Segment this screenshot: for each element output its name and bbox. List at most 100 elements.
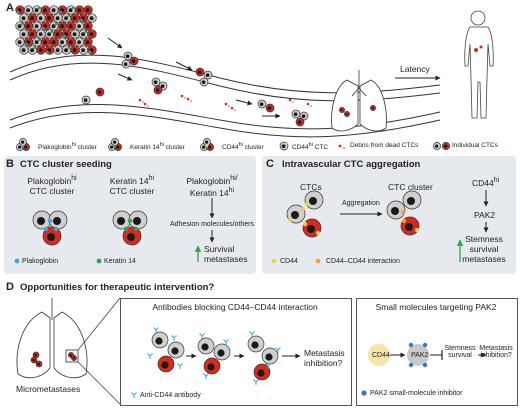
anti-cd44-antibody-icon: [275, 347, 281, 353]
tumor-cell: [53, 29, 63, 39]
ctc-cell: [302, 218, 322, 238]
debris-fragment: [147, 105, 149, 107]
pak2-inhibitor-legend-dot: [361, 390, 367, 396]
tumor-cell: [57, 5, 68, 15]
nucleus: [117, 217, 125, 225]
tumor-cell: [57, 21, 68, 31]
legend-cell: [19, 138, 27, 146]
panel-c-aggregation-label: Aggregation: [342, 200, 380, 207]
junction-marker: [133, 226, 139, 232]
tumor-cell: [32, 5, 42, 15]
tumor-cell: [74, 37, 85, 47]
legend-a-individual: Individual CTCs: [452, 142, 498, 149]
cd44-marker: [305, 202, 309, 206]
cd44-marker: [415, 228, 419, 232]
legend-individual-ctc: [442, 142, 450, 150]
tumor-cell: [61, 29, 72, 39]
panel-c-title: Intravascular CTC aggregation: [282, 159, 421, 170]
lung-metastasis-cell: [339, 107, 345, 113]
debris-fragment: [288, 98, 292, 102]
keratin14-cluster: [112, 210, 148, 246]
pak2-inhibitor-dot: [422, 362, 428, 368]
panel-c-cd44hi-label: CD44hi: [472, 177, 500, 188]
tumor-cell: [87, 13, 97, 23]
cd44-marker: [402, 219, 406, 223]
tumor-cell: [27, 13, 38, 23]
tumor-cell: [83, 21, 93, 31]
debris-fragment: [142, 101, 144, 103]
nucleus: [53, 217, 61, 225]
debris-fragment: [143, 102, 147, 106]
tumor-cell: [53, 13, 63, 23]
tumor-cell: [53, 45, 63, 55]
ctc-cell: [253, 363, 271, 381]
circulating-cell: [153, 85, 163, 95]
panel-b-adhesion: Adhesion molecules/others: [169, 221, 255, 228]
tumor-cell: [15, 21, 25, 31]
legend-marker: [285, 141, 289, 145]
legend-keratin14-dot: [96, 258, 102, 264]
ctc-cell: [304, 190, 324, 210]
tumor-cell: [44, 29, 55, 39]
circulating-cell: [265, 103, 275, 113]
junction-marker: [43, 226, 49, 232]
circulating-cell: [203, 70, 213, 80]
tumor-cell: [36, 29, 46, 39]
panel-d-label: D: [6, 281, 14, 293]
ctc-cell: [400, 216, 420, 236]
cd44-marker: [401, 210, 405, 214]
keratin-dot: [67, 46, 70, 50]
panel-c-legend-cd44: CD44: [280, 258, 298, 265]
ctc-cell: [213, 343, 231, 361]
anti-cd44-antibody-icon: [203, 373, 209, 379]
nucleus: [127, 233, 135, 241]
lung-metastasis-cell: [344, 111, 350, 117]
tumor-cell: [40, 5, 51, 15]
anti-cd44-antibody-icon: [131, 392, 137, 398]
tumor-cell: [61, 45, 72, 55]
plakoglobin-dot: [88, 50, 92, 54]
tumor-cell: [83, 37, 93, 47]
tumor-cell: [78, 29, 89, 39]
tumor-cell: [19, 29, 29, 39]
anti-cd44-antibody-icon: [153, 327, 159, 333]
tumor-cell: [87, 45, 97, 55]
debris-fragment: [230, 106, 234, 110]
keratin-dot: [50, 30, 53, 34]
tumor-cell: [32, 21, 42, 31]
pak2-node: [407, 344, 429, 366]
lungs-micrometastases: [16, 297, 121, 405]
panel-a-label: A: [6, 2, 14, 14]
panel-b-graphics: [14, 198, 215, 264]
tumor-cell: [74, 21, 85, 31]
circulating-cell: [151, 77, 161, 87]
panel-b-legend-plakoglobin: Plakoglobin: [22, 258, 59, 265]
junction-marker: [53, 226, 59, 232]
zoom-box: [65, 349, 79, 363]
tumor-cell: [19, 45, 29, 55]
circulating-cell: [195, 67, 205, 77]
legend-debris: [342, 146, 346, 150]
circulating-cell: [95, 87, 105, 97]
tumor-cell: [40, 21, 51, 31]
circulating-cell: [123, 51, 133, 61]
ctc-cell: [247, 335, 265, 353]
plakoglobin-dot: [59, 10, 62, 14]
nucleus: [47, 233, 55, 241]
tumor-cell: [61, 13, 72, 23]
legend-interaction-dot: [315, 258, 321, 264]
cd44-marker: [303, 222, 307, 226]
tumor-cell: [40, 37, 51, 47]
micrometastasis-cell: [71, 355, 77, 361]
antibody-legend: Anti-CD44 antibody: [140, 392, 201, 399]
panel-c-graphics: [271, 190, 489, 264]
tumor-cell: [32, 37, 42, 47]
lung-metastasis-cell: [370, 105, 376, 111]
legend-debris: [338, 144, 342, 148]
tumor-cell: [49, 5, 59, 15]
panel-b-label: B: [6, 158, 14, 170]
ctc-cell: [157, 355, 175, 373]
